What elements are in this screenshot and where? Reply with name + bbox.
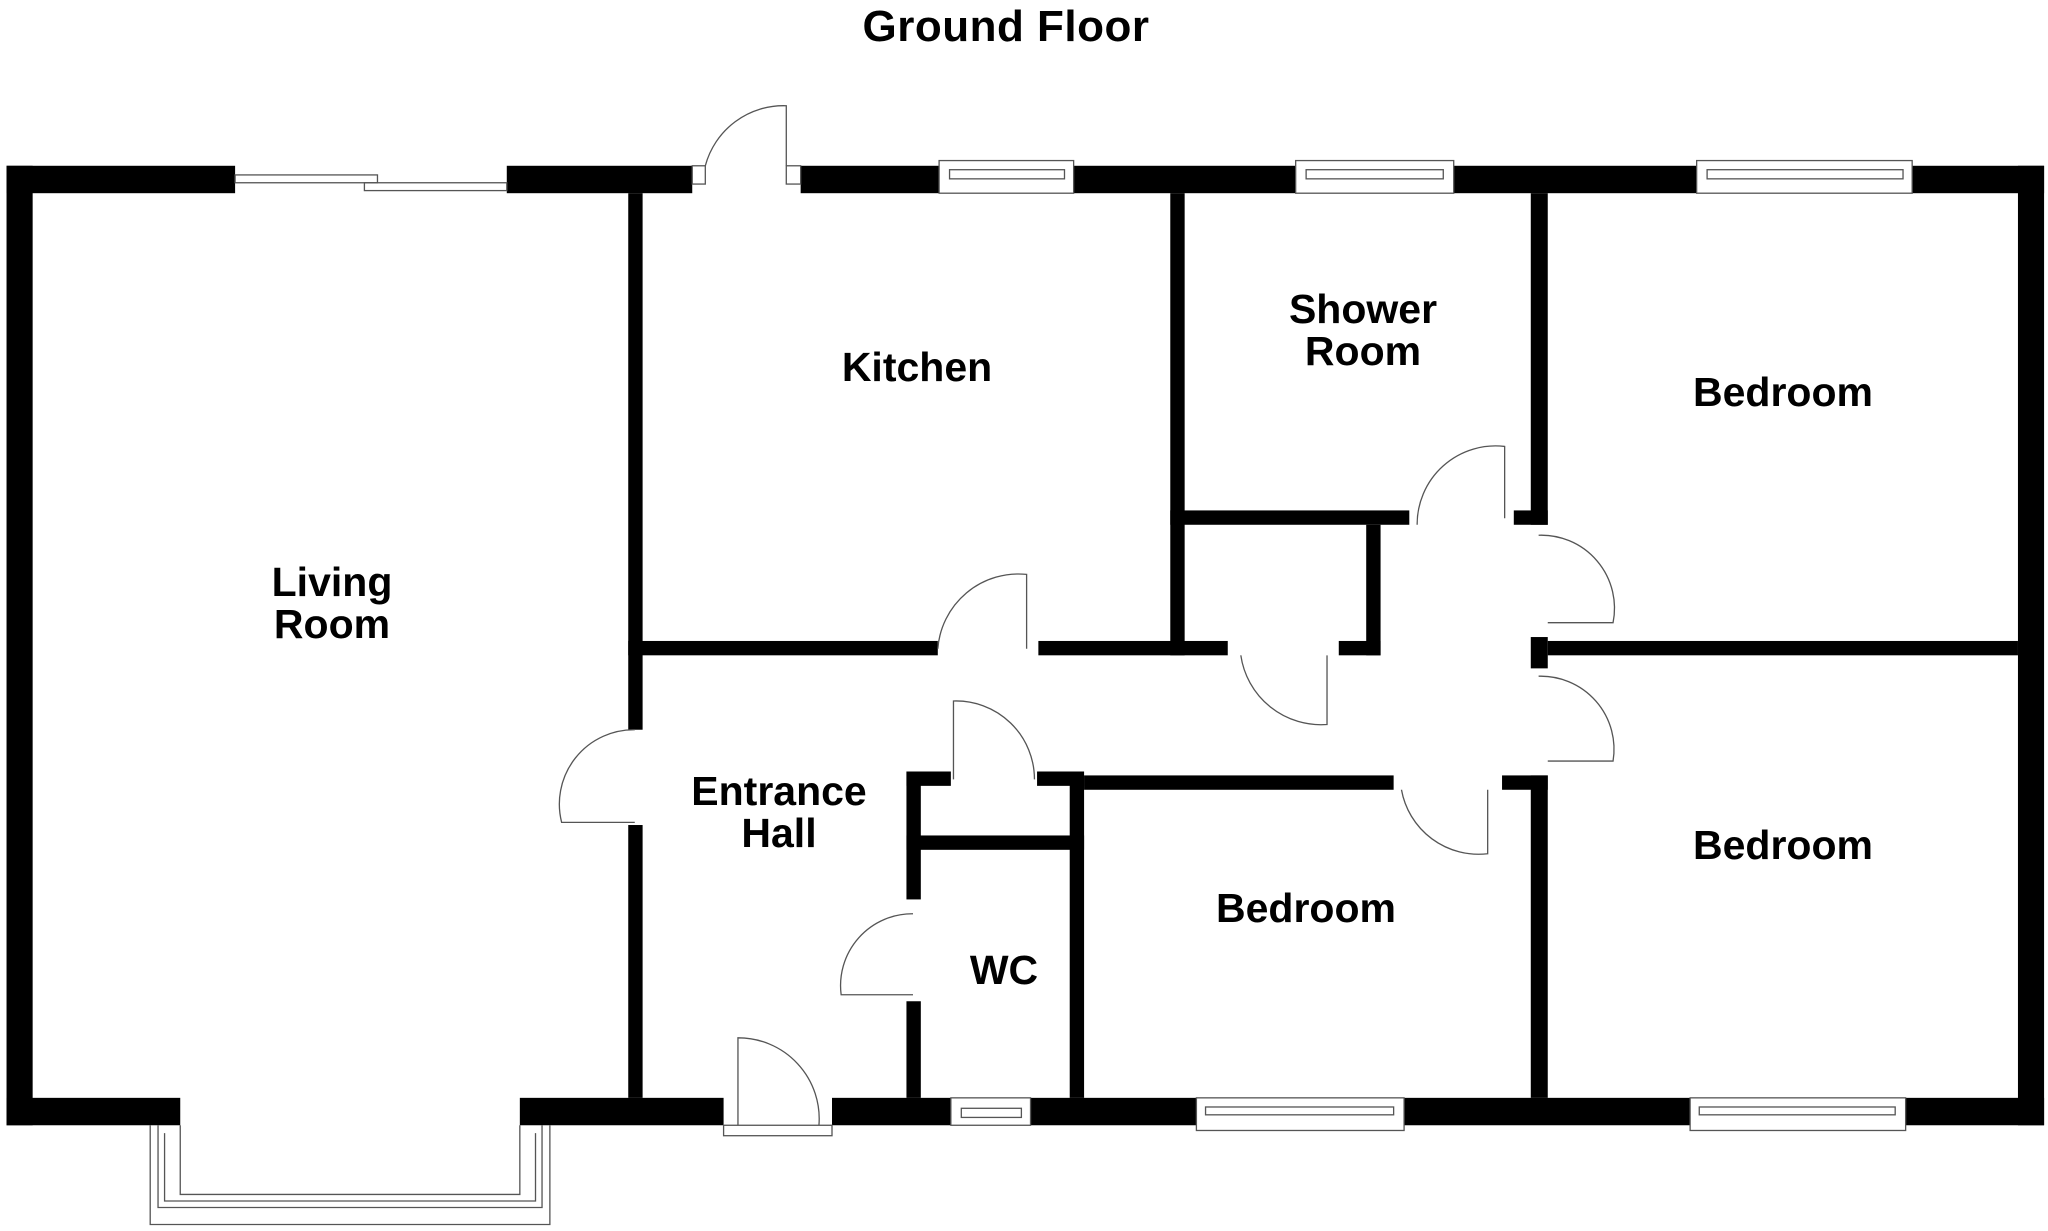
room-label-line: Bedroom (1216, 885, 1396, 931)
room-label-line: Entrance (691, 768, 867, 814)
room-label-line: WC (969, 947, 1039, 993)
room-label-kitchen: Kitchen (842, 346, 992, 388)
room-label-entrance-hall: Entrance Hall (691, 770, 866, 854)
room-label-shower-room: Shower Room (1289, 288, 1437, 372)
room-label-line: Bedroom (1693, 369, 1873, 415)
walls (6, 165, 2045, 1126)
room-label-line: Room (1304, 328, 1422, 374)
room-label-line: Bedroom (1693, 822, 1873, 868)
room-label-bedroom-bottom-right: Bedroom (1693, 824, 1873, 866)
room-label-wc: WC (970, 949, 1038, 991)
room-label-line: Kitchen (841, 344, 993, 390)
room-label-bedroom-bottom-center: Bedroom (1216, 887, 1396, 929)
fixtures (149, 105, 1913, 1226)
room-label-line: Room (273, 601, 391, 647)
floor-title: Ground Floor (862, 2, 1150, 51)
room-label-line: Hall (741, 810, 817, 856)
room-label-line: Shower (1288, 286, 1438, 332)
room-label-living-room: Living Room (272, 561, 393, 645)
room-label-line: Living (271, 559, 393, 605)
room-label-bedroom-top-right: Bedroom (1693, 371, 1873, 413)
